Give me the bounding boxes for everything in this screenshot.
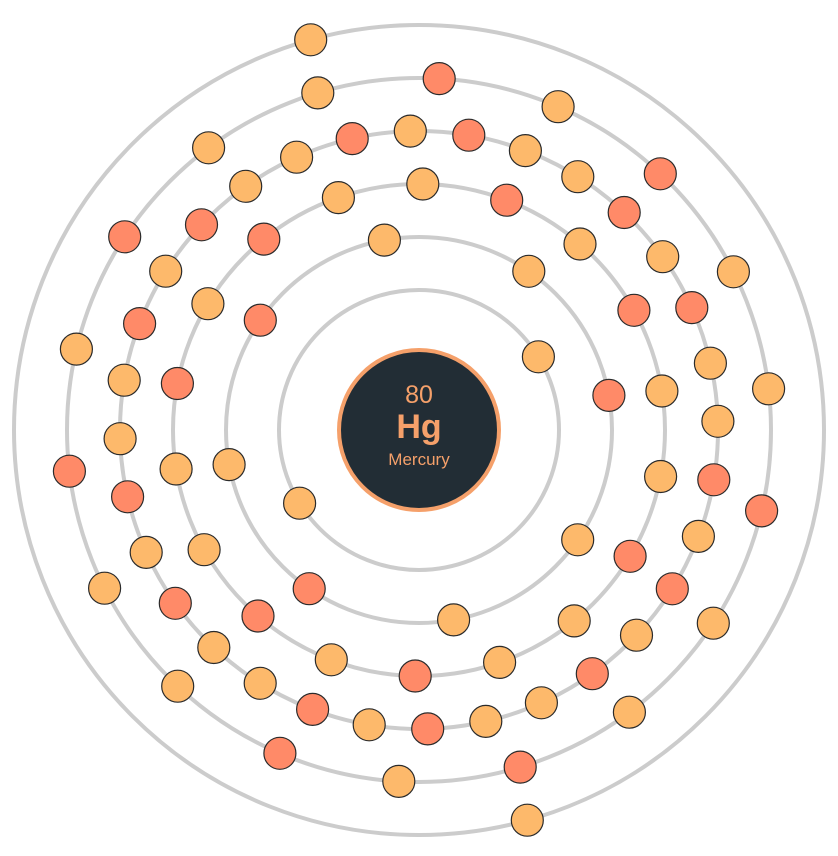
- nucleus-circle: [337, 348, 501, 512]
- electron: [393, 114, 427, 148]
- electron: [592, 378, 626, 412]
- electron: [541, 90, 575, 124]
- electron: [161, 669, 195, 703]
- electron: [521, 340, 556, 374]
- electron: [512, 254, 546, 288]
- electron: [294, 23, 328, 57]
- electron: [696, 606, 730, 640]
- electron: [561, 160, 595, 194]
- electron: [129, 535, 163, 570]
- electron: [452, 118, 486, 152]
- electron: [422, 61, 456, 96]
- electron: [229, 169, 263, 203]
- electron: [612, 695, 647, 729]
- electron: [263, 736, 297, 770]
- electron: [575, 657, 609, 691]
- shell-ring-5: [65, 76, 773, 784]
- electron: [619, 618, 654, 652]
- electron: [367, 223, 401, 257]
- electron: [643, 157, 677, 191]
- electron: [107, 363, 141, 397]
- electron: [87, 571, 122, 605]
- electron: [212, 448, 246, 482]
- electron: [187, 533, 221, 567]
- shell-ring-2: [224, 235, 614, 625]
- electron: [292, 572, 326, 606]
- nucleus: 80 Hg Mercury: [337, 348, 501, 512]
- electron: [108, 220, 142, 254]
- electron: [241, 599, 275, 633]
- electron: [158, 586, 192, 620]
- electrons: [52, 23, 786, 837]
- electron: [314, 643, 348, 677]
- atomic-number: 80: [405, 381, 433, 409]
- electron: [398, 659, 432, 693]
- electron: [563, 227, 597, 261]
- electron: [483, 645, 517, 680]
- electron: [192, 131, 226, 165]
- electron: [524, 686, 559, 720]
- electron: [716, 255, 751, 289]
- electron: [675, 291, 709, 325]
- electron: [693, 346, 728, 380]
- electron: [655, 572, 689, 606]
- electron: [352, 708, 386, 742]
- electron: [681, 519, 716, 554]
- electron: [510, 803, 544, 837]
- electron: [110, 480, 145, 514]
- element-symbol: Hg: [396, 408, 441, 446]
- electron: [508, 134, 543, 168]
- electron: [301, 76, 335, 110]
- electron: [751, 372, 786, 406]
- electron: [123, 307, 157, 341]
- electron: [243, 666, 277, 700]
- electron: [557, 604, 591, 638]
- electron: [744, 494, 779, 528]
- electron: [283, 486, 317, 520]
- electron: [149, 254, 183, 288]
- electron: [191, 287, 225, 321]
- shell-ring-1: [277, 288, 561, 572]
- electron: [247, 222, 281, 256]
- electron: [321, 181, 355, 215]
- electron: [411, 712, 445, 746]
- electron: [59, 332, 94, 366]
- electron: [607, 195, 641, 230]
- electron: [243, 303, 277, 337]
- shell-ring-6: [12, 23, 826, 837]
- electron: [184, 208, 219, 242]
- electron: [280, 140, 314, 174]
- electron: [335, 122, 369, 156]
- electron: [645, 374, 679, 408]
- electron: [617, 293, 651, 327]
- electron: [469, 704, 503, 739]
- electron: [561, 523, 595, 557]
- element-name: Mercury: [388, 450, 450, 469]
- electron: [296, 692, 330, 727]
- electron: [437, 603, 471, 637]
- electron: [52, 454, 87, 488]
- electron: [697, 463, 731, 497]
- electron: [406, 167, 440, 201]
- electron: [382, 764, 416, 799]
- electron: [643, 459, 678, 494]
- electron: [613, 539, 647, 573]
- electron: [160, 366, 194, 401]
- electron: [503, 750, 537, 784]
- electron: [701, 404, 735, 438]
- electron: [646, 240, 680, 274]
- electron: [197, 630, 231, 665]
- electron: [490, 183, 524, 217]
- electron: [159, 452, 193, 486]
- electron: [103, 422, 137, 456]
